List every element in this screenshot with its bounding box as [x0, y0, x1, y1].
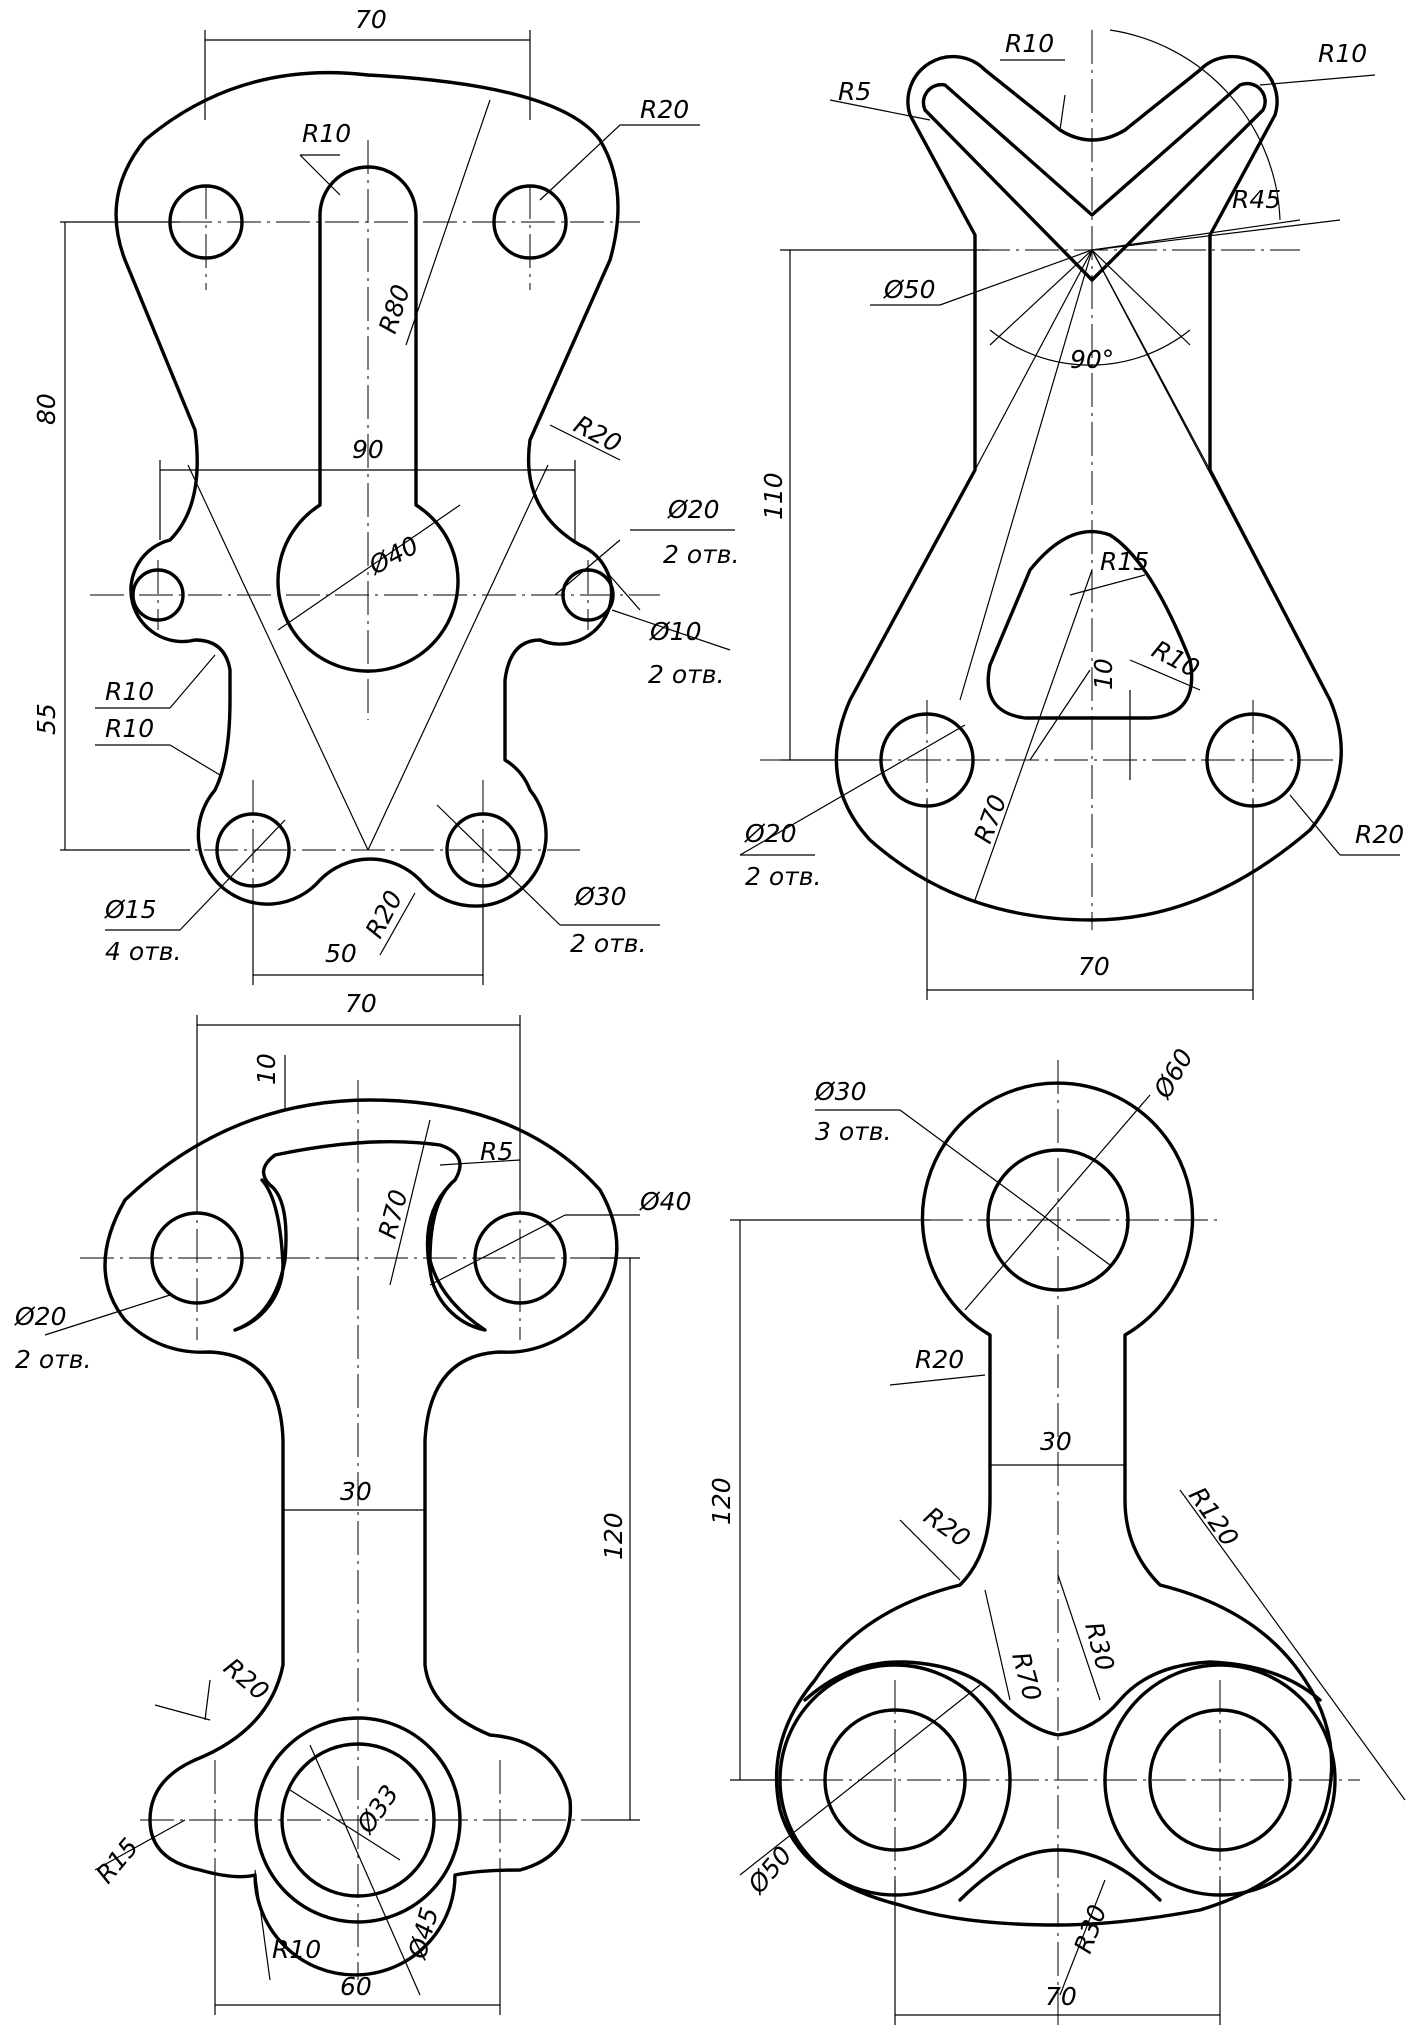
dim-label: 55 — [32, 703, 61, 735]
dim-label: R20 — [569, 410, 626, 459]
dim-label: Ø40 — [639, 1187, 692, 1216]
dim-label: Ø60 — [1148, 1044, 1199, 1104]
dim-label: 2 отв. — [570, 929, 646, 958]
dim-label: Ø50 — [883, 275, 936, 304]
dim-label: R80 — [373, 281, 416, 337]
dim-label: 2 отв. — [663, 540, 739, 569]
dim-label: 2 отв. — [745, 862, 821, 891]
slot-outline — [276, 165, 460, 673]
dim-label: R20 — [360, 886, 409, 943]
dim-label: R10 — [1005, 29, 1054, 58]
dim-label: 60 — [340, 1972, 372, 2001]
dim-label: R15 — [90, 1833, 144, 1889]
dim-label: R10 — [1318, 39, 1367, 68]
dim-label: 2 отв. — [648, 660, 724, 689]
dim-label: R30 — [1068, 1901, 1112, 1957]
dim-label: R10 — [105, 677, 154, 706]
dim-label: 70 — [1045, 1982, 1077, 2011]
dim-label: Ø20 — [667, 495, 720, 524]
dim-label: 30 — [340, 1477, 372, 1506]
dim-label: 90° — [1070, 345, 1114, 374]
dim-label: Ø50 — [742, 1841, 798, 1900]
dim-label: Ø30 — [814, 1077, 867, 1106]
dim-label: R20 — [218, 1652, 274, 1706]
dim-label: 10 — [1089, 658, 1118, 690]
dim-label: R20 — [1355, 820, 1404, 849]
dim-label: 2 отв. — [15, 1345, 91, 1374]
arc-slot — [233, 1139, 487, 1332]
dim-label: 90 — [352, 435, 384, 464]
dim-label: R70 — [968, 791, 1012, 847]
dim-label: R20 — [915, 1345, 964, 1374]
drawing-bottom-left: 70 10 R5 R70 Ø40 Ø20 2 отв. 30 120 R20 Ø… — [14, 989, 692, 2015]
dim-label: 10 — [252, 1053, 281, 1085]
dim-label: Ø15 — [104, 895, 157, 924]
dim-label: 120 — [707, 1477, 736, 1525]
dim-label: R45 — [1232, 185, 1281, 214]
dim-label: Ø33 — [351, 1780, 405, 1840]
dim-label: 70 — [345, 989, 377, 1018]
dim-label: R20 — [640, 95, 689, 124]
dim-label: Ø30 — [574, 882, 627, 911]
dim-label: Ø20 — [14, 1302, 67, 1331]
triangle-window — [986, 529, 1194, 720]
dim-label: R10 — [272, 1935, 321, 1964]
v-slot — [921, 81, 1267, 282]
dim-label: 4 отв. — [105, 937, 181, 966]
drawing-top-left: 70 R10 R20 R80 80 R20 90 Ø40 Ø20 2 отв. … — [32, 5, 739, 985]
dim-label: 120 — [599, 1512, 628, 1560]
dim-label: Ø45 — [403, 1904, 445, 1962]
dim-label: Ø20 — [744, 819, 797, 848]
dim-label: 30 — [1040, 1427, 1072, 1456]
part-outline — [103, 1098, 619, 1977]
part-outline — [114, 71, 620, 908]
dim-label: R120 — [1183, 1482, 1244, 1552]
part-outline — [774, 1081, 1334, 1927]
dim-label: Ø10 — [649, 617, 702, 646]
dim-label: 70 — [355, 5, 387, 34]
dim-label: R70 — [1006, 1649, 1047, 1704]
dim-label: 50 — [325, 939, 357, 968]
dim-label: R70 — [373, 1187, 414, 1242]
dim-label: R10 — [302, 119, 351, 148]
dim-label: R10 — [1147, 635, 1204, 684]
dim-label: Ø40 — [363, 531, 423, 581]
dim-label: 3 отв. — [815, 1117, 891, 1146]
dim-label: R5 — [838, 77, 871, 106]
dim-label: R15 — [1100, 547, 1149, 576]
dim-label: R10 — [105, 714, 154, 743]
dim-label: R20 — [919, 1501, 976, 1553]
drawing-bottom-right: Ø30 3 отв. Ø60 R20 30 120 R120 R20 R30 R… — [707, 1044, 1406, 2025]
dim-label: 110 — [759, 472, 788, 520]
dim-label: 70 — [1078, 952, 1110, 981]
drawing-top-right: R10 R10 R5 R45 Ø50 90° 110 R15 R10 10 Ø2… — [739, 29, 1404, 1000]
part-outline — [834, 54, 1343, 922]
dim-label: R30 — [1079, 1619, 1120, 1674]
dim-label: R5 — [480, 1137, 513, 1166]
dim-label: 80 — [32, 393, 61, 425]
